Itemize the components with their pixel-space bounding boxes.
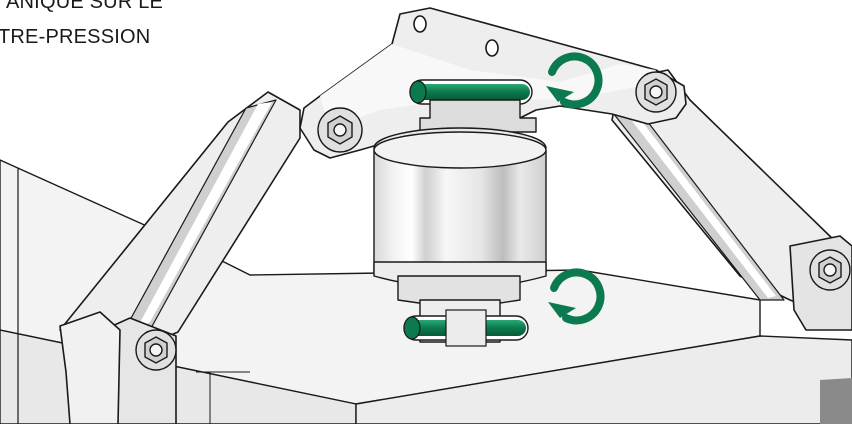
left-arm bbox=[59, 91, 301, 424]
bolt-right-bottom bbox=[809, 249, 851, 291]
bolt-left-bottom bbox=[135, 329, 177, 371]
crossbar-hole bbox=[413, 15, 427, 33]
bolt-left-top bbox=[317, 107, 363, 153]
bolt-right-top bbox=[635, 71, 677, 113]
table-edge-shadow bbox=[820, 378, 852, 424]
crossbar-hole bbox=[485, 39, 499, 57]
table-right-face bbox=[355, 335, 852, 424]
lower-green-rod bbox=[403, 309, 529, 347]
caption-line-1: ANIQUE SUR LE bbox=[6, 0, 164, 13]
rotate-clockwise-arrow-icon bbox=[546, 52, 603, 109]
rotate-clockwise-arrow-icon bbox=[548, 268, 605, 325]
caption-line-2: TRE-PRESSION bbox=[0, 26, 151, 48]
